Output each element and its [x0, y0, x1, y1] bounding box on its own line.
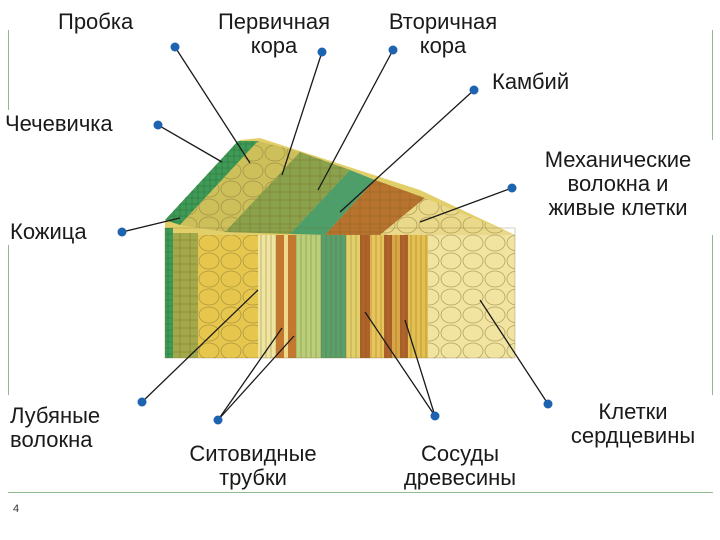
top-face-primary-cortex-cells [180, 141, 300, 232]
frame-right-bottom [712, 235, 713, 395]
leader-line-sosudy-1 [364, 311, 436, 417]
label-chechevichka-text: Чечевичка [5, 111, 113, 136]
pointer-dot-sitovidnye [213, 415, 223, 425]
leader-line-lubyanye [141, 289, 259, 403]
front-green-band-lines [296, 235, 321, 358]
pointer-dot-vtorichnaya-kora [388, 45, 398, 55]
leader-line-pervichnaya-kora [281, 51, 323, 176]
frame-left-top [8, 30, 9, 110]
label-kambiy: Камбий [492, 70, 569, 94]
label-sitovidnye-line-2: трубки [219, 465, 287, 490]
front-wood-band-2-cells [346, 235, 428, 358]
leader-line-mekhanicheskie [419, 187, 513, 223]
label-vtorichnaya-kora: Вторичная кора [368, 10, 518, 58]
top-face-phloem-cells [325, 180, 425, 235]
label-pervichnaya-kora: Первичная кора [198, 10, 350, 58]
leader-line-vtorichnaya-kora [317, 49, 394, 191]
label-mekhanicheskie: Механические волокна и живые клетки [518, 148, 718, 220]
pointer-dot-lubyanye [137, 397, 147, 407]
leader-line-kambiy [339, 89, 475, 213]
top-face-pith-cells [380, 198, 515, 235]
top-face-cork-pattern [165, 141, 258, 225]
label-lubyanye-line-1: Лубяные [10, 403, 101, 428]
front-sieve-tube-1 [276, 235, 284, 358]
label-kletki: Клетки сердцевины [548, 400, 718, 448]
front-bast-fibers-lines [258, 235, 276, 358]
leader-line-kletki [479, 299, 549, 405]
pointer-dot-probka [170, 42, 180, 52]
leader-line-kozhitsa [121, 217, 181, 233]
pointer-dot-kozhitsa [117, 227, 127, 237]
pointer-dot-kambiy [469, 85, 479, 95]
label-sosudy-line-1: Сосуды [420, 441, 500, 466]
label-kletki-line-2: сердцевины [570, 423, 696, 448]
front-sieve-gap [284, 235, 288, 358]
section-outline [164, 227, 516, 359]
pointer-dot-chechevichka [153, 120, 163, 130]
label-vtorichnaya-kora-line-2: кора [419, 33, 467, 58]
pointer-dot-pervichnaya-kora [317, 47, 327, 57]
label-chechevichka: Чечевичка [5, 112, 113, 136]
label-probka-text: Пробка [58, 9, 134, 34]
leader-line-sosudy-2 [404, 319, 436, 417]
front-cambium-lines [321, 235, 346, 358]
label-kambiy-text: Камбий [492, 69, 570, 94]
label-kletki-line-1: Клетки [598, 399, 668, 424]
label-pervichnaya-kora-line-2: кора [250, 33, 298, 58]
pointer-dot-kletki [543, 399, 553, 409]
label-mekhanicheskie-line-3: живые клетки [548, 195, 688, 220]
front-bark-strip-pattern [165, 228, 173, 358]
label-lubyanye: Лубяные волокна [10, 404, 100, 452]
pointer-dot-mekhanicheskie [507, 183, 517, 193]
label-probka: Пробка [58, 10, 133, 34]
label-lubyanye-line-2: волокна [10, 427, 93, 452]
front-cortex-band-cells [173, 233, 198, 358]
label-mekhanicheskie-line-2: волокна и [567, 171, 669, 196]
pointer-dot-sosudy [430, 411, 440, 421]
label-kozhitsa: Кожица [10, 220, 87, 244]
label-sosudy-line-2: древесины [403, 465, 517, 490]
page-number: 4 [13, 503, 20, 515]
leader-line-sitovidnye-1 [217, 327, 283, 421]
frame-bottom [8, 492, 713, 493]
frame-left-bottom [8, 245, 9, 395]
leader-line-chechevichka [157, 124, 223, 163]
top-face-cambium [290, 170, 375, 235]
label-pervichnaya-kora-line-1: Первичная [217, 9, 331, 34]
leader-line-sitovidnye-2 [217, 335, 295, 421]
front-pith-cells [428, 235, 515, 358]
leader-line-probka [174, 46, 251, 164]
label-sitovidnye-line-1: Ситовидные [189, 441, 317, 466]
label-kozhitsa-text: Кожица [10, 219, 87, 244]
frame-right-top [712, 30, 713, 140]
label-sosudy: Сосуды древесины [375, 442, 545, 490]
label-sitovidnye: Ситовидные трубки [163, 442, 343, 490]
top-face-secondary-cortex-cells [225, 152, 350, 234]
front-sieve-tube-2 [288, 235, 296, 358]
label-mekhanicheskie-line-1: Механические [544, 147, 692, 172]
label-vtorichnaya-kora-line-1: Вторичная [388, 9, 498, 34]
